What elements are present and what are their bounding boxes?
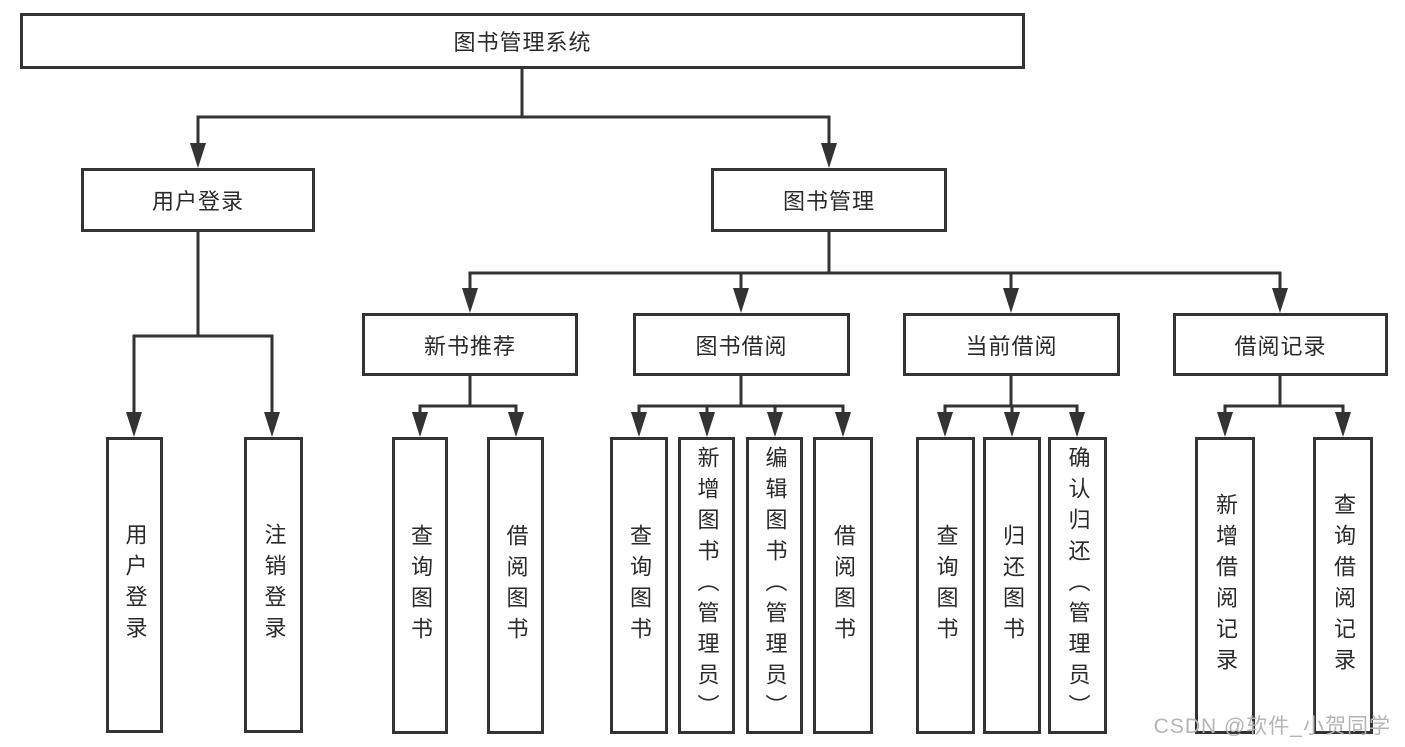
leaf-borrow-books-recommend: 借阅图书 bbox=[487, 437, 544, 734]
leaf-add-books-admin: 新增图书（管理员） bbox=[678, 437, 735, 734]
leaf-borrow-books-recommend-label: 借阅图书 bbox=[503, 523, 529, 648]
node-root-label: 图书管理系统 bbox=[453, 30, 592, 55]
leaf-edit-books-admin-label: 编辑图书（管理员） bbox=[762, 446, 788, 725]
leaf-query-books-current: 查询图书 bbox=[916, 437, 975, 734]
leaf-return-books: 归还图书 bbox=[983, 437, 1041, 734]
leaf-query-books-borrow-label: 查询图书 bbox=[627, 523, 652, 648]
leaf-query-borrow-record-label: 查询借阅记录 bbox=[1331, 492, 1356, 679]
leaf-confirm-return-admin-label: 确认归还（管理员） bbox=[1065, 446, 1091, 725]
leaf-add-books-admin-label: 新增图书（管理员） bbox=[694, 446, 720, 725]
leaf-query-books-borrow: 查询图书 bbox=[610, 437, 668, 734]
leaf-return-books-label: 归还图书 bbox=[1000, 523, 1025, 648]
leaf-borrow-books: 借阅图书 bbox=[813, 437, 873, 734]
leaf-add-borrow-record-label: 新增借阅记录 bbox=[1213, 492, 1238, 679]
leaf-user-login: 用户登录 bbox=[106, 437, 163, 733]
leaf-logout: 注销登录 bbox=[244, 437, 303, 733]
node-book-management: 图书管理 bbox=[711, 168, 947, 232]
node-current-borrow: 当前借阅 bbox=[903, 313, 1120, 376]
leaf-confirm-return-admin: 确认归还（管理员） bbox=[1048, 437, 1107, 734]
node-book-borrow-label: 图书借阅 bbox=[695, 333, 788, 359]
node-book-borrow: 图书借阅 bbox=[633, 313, 850, 376]
leaf-user-login-label: 用户登录 bbox=[122, 523, 148, 647]
leaf-query-books-recommend: 查询图书 bbox=[392, 437, 448, 734]
node-root: 图书管理系统 bbox=[20, 13, 1025, 69]
node-borrow-records-label: 借阅记录 bbox=[1234, 333, 1327, 359]
leaf-query-borrow-record: 查询借阅记录 bbox=[1313, 437, 1373, 734]
node-new-book-recommend-label: 新书推荐 bbox=[423, 333, 516, 359]
node-user-login: 用户登录 bbox=[81, 168, 315, 232]
leaf-query-books-current-label: 查询图书 bbox=[933, 523, 959, 648]
csdn-watermark: CSDN @软件_小贺同学 bbox=[1153, 715, 1391, 738]
node-new-book-recommend: 新书推荐 bbox=[362, 313, 578, 376]
leaf-borrow-books-label: 借阅图书 bbox=[831, 523, 856, 648]
leaf-edit-books-admin: 编辑图书（管理员） bbox=[746, 437, 803, 734]
node-book-management-label: 图书管理 bbox=[782, 189, 875, 214]
node-borrow-records: 借阅记录 bbox=[1173, 313, 1388, 376]
leaf-query-books-recommend-label: 查询图书 bbox=[408, 523, 433, 648]
node-user-login-label: 用户登录 bbox=[151, 189, 244, 214]
leaf-logout-label: 注销登录 bbox=[261, 523, 287, 647]
node-current-borrow-label: 当前借阅 bbox=[965, 333, 1058, 359]
leaf-add-borrow-record: 新增借阅记录 bbox=[1195, 437, 1255, 734]
